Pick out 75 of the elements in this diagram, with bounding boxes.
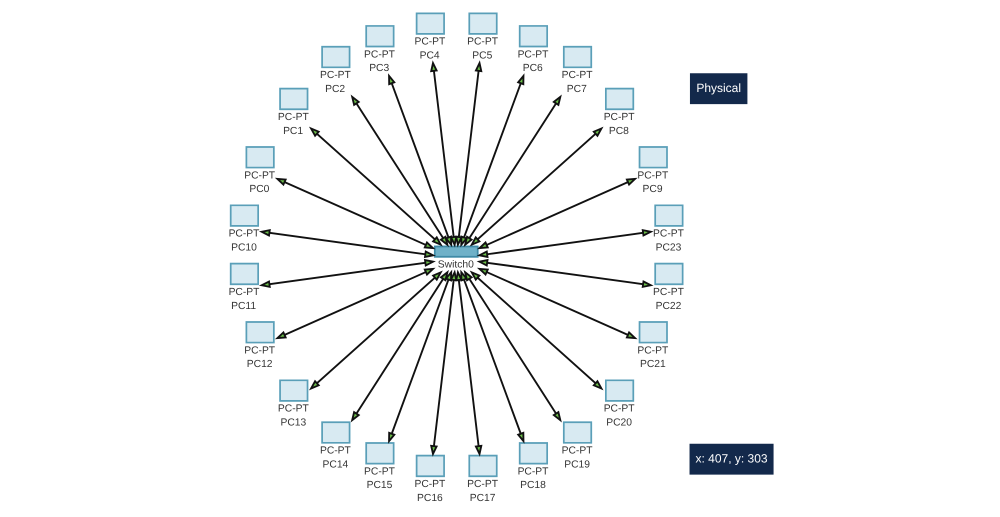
arrow (464, 270, 562, 423)
node-label: PC14 (322, 459, 348, 470)
node-label: PC-PT (414, 479, 446, 490)
node-label: PC4 (420, 50, 440, 62)
node-label: PC-PT (467, 479, 498, 490)
arrow (460, 73, 524, 248)
node-label: PC-PT (637, 345, 668, 356)
node-label: PC3 (369, 63, 390, 74)
node-label: PC-PT (244, 345, 276, 356)
node-label: PC12 (246, 359, 273, 370)
node-label: PC-PT (653, 228, 684, 240)
node-label: PC-PT (562, 446, 593, 457)
arrow (258, 258, 436, 288)
node-label: PC-PT (228, 287, 260, 298)
node-label: PC15 (366, 480, 392, 492)
node-label: PC-PT (364, 466, 395, 478)
node-label: PC-PT (467, 36, 498, 48)
arrow (274, 178, 436, 250)
node-label: PC20 (606, 417, 632, 428)
node-label: PC-PT (604, 404, 635, 415)
node-label: PC21 (640, 359, 666, 370)
node-label: PC-PT (518, 49, 548, 60)
arrow (464, 94, 562, 248)
arrow (388, 73, 452, 248)
arrow (454, 269, 482, 457)
arrow (476, 258, 654, 288)
arrow (470, 270, 604, 390)
node-label: PC2 (325, 84, 346, 95)
node-label: PC1 (283, 126, 304, 137)
node-label: PC-PT (320, 446, 351, 457)
node-label: PC-PT (320, 70, 351, 82)
node-label: PC18 (520, 480, 546, 492)
arrow (454, 60, 482, 248)
arrow (350, 270, 449, 423)
node-label: PC23 (656, 242, 682, 254)
arrow (430, 60, 458, 248)
arrow (388, 270, 452, 444)
node-label: PC0 (249, 184, 270, 196)
arrow (476, 268, 638, 340)
node-label: PC-PT (518, 466, 548, 478)
node-label: PC22 (656, 300, 682, 312)
arrow (470, 126, 604, 246)
node-label: PC-PT (364, 49, 395, 60)
label: Physical (696, 80, 742, 95)
node-label: PC19 (564, 459, 590, 470)
node-label: PC-PT (414, 36, 446, 48)
arrow (308, 126, 443, 246)
node-label: PC-PT (228, 228, 260, 240)
node-label: PC-PT (637, 170, 668, 182)
arrow (274, 268, 436, 340)
arrow (476, 178, 638, 250)
node-label: PC16 (417, 492, 443, 504)
node-label: PC-PT (244, 170, 276, 182)
node-label: PC-PT (604, 112, 635, 124)
node-label: PC5 (472, 50, 492, 62)
node-label: PC8 (608, 126, 629, 137)
node-label: PC-PT (278, 112, 309, 124)
arrow (308, 270, 443, 390)
arrow (476, 228, 654, 258)
node-label: PC10 (231, 242, 257, 254)
node-label: PC13 (280, 417, 306, 428)
node-label: PC-PT (653, 287, 684, 298)
node-label: PC9 (642, 184, 663, 196)
node-label: PC-PT (562, 70, 593, 82)
node-label: Switch0 (438, 260, 474, 271)
arrow (350, 94, 449, 248)
node-label: PC6 (522, 63, 543, 74)
arrow (460, 270, 524, 444)
node-label: PC17 (470, 492, 496, 504)
node-label: PC7 (566, 84, 587, 95)
label: x: 407, y: 303 (696, 451, 768, 466)
node-label: PC11 (231, 300, 256, 312)
node-label: PC-PT (278, 404, 309, 415)
arrow (258, 228, 436, 258)
arrow (430, 269, 458, 457)
